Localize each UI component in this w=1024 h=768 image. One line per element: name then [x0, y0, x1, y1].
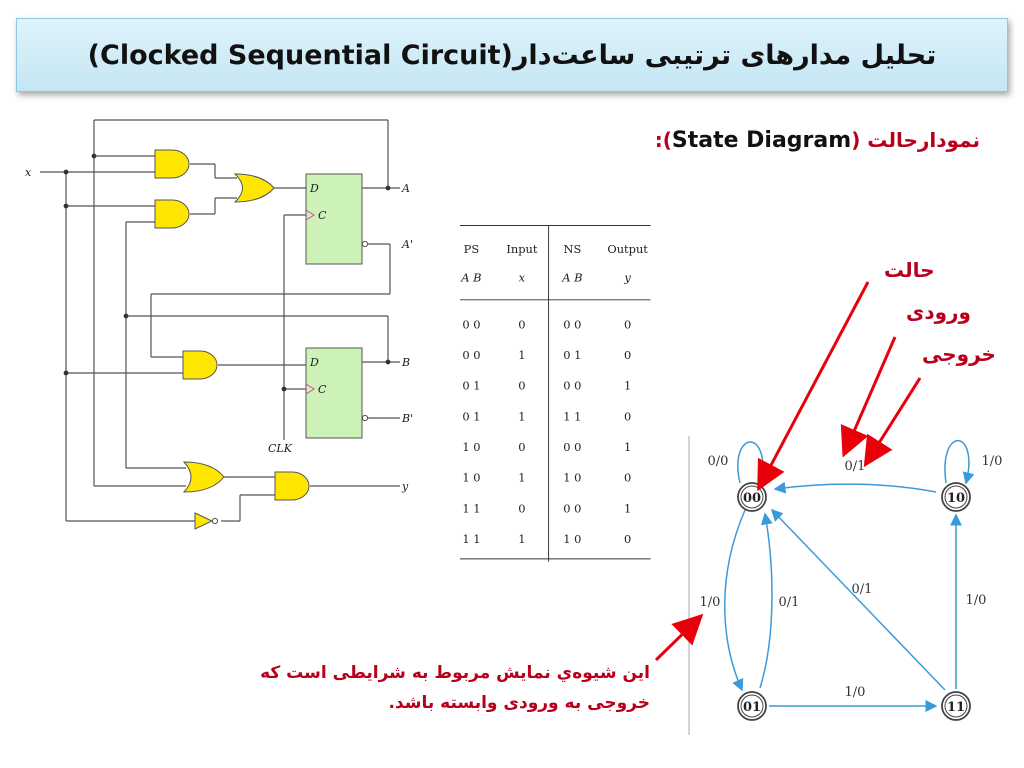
table-cell: 1 1	[462, 501, 480, 515]
table-cell: 0	[624, 348, 631, 362]
circuit-diagram: D C D C x A A' B B' y CLK	[25, 119, 413, 530]
table-cell: 1	[624, 379, 631, 393]
ffa-c-label: C	[318, 209, 327, 222]
edge-label-00-01: 1/0	[700, 595, 721, 610]
note-line-2: خروجی به ورودی وابسته باشد.	[388, 693, 650, 713]
x-label: x	[25, 166, 32, 179]
title-bar: تحلیل مدارهای ترتیبی ساعت‌دار(Clocked Se…	[16, 18, 1008, 92]
edge-00-01	[724, 509, 746, 692]
table-cell: 0 0	[563, 317, 581, 331]
table-subheader: x	[519, 271, 526, 285]
edge-label-11-10: 1/0	[966, 593, 987, 608]
table-cell: 1 0	[462, 471, 480, 485]
table-cell: 1	[624, 440, 631, 454]
label-output: خروجی	[922, 342, 996, 366]
edge-00-self	[737, 441, 770, 484]
page-title: تحلیل مدارهای ترتیبی ساعت‌دار(Clocked Se…	[87, 39, 937, 71]
table-cell: 0 0	[563, 440, 581, 454]
edge-label-00-self: 0/0	[708, 454, 729, 469]
table-cell: 1	[518, 532, 525, 546]
table-cell: 0	[624, 317, 631, 331]
table-cell: 1	[518, 471, 525, 485]
heading-tail: ):	[654, 128, 672, 152]
edge-label-01-11: 1/0	[845, 685, 866, 700]
table-cell: 0	[518, 440, 525, 454]
table-cell: 0 1	[462, 409, 480, 423]
state-diagram: 00 10 01 11 0/0 1/0 0/1 1/0 0/1 0/1 1/0 …	[688, 436, 1003, 735]
table-cell: 0	[624, 532, 631, 546]
not-gate	[194, 512, 214, 530]
edge-10-00	[773, 481, 937, 494]
state-10: 10	[947, 491, 965, 506]
table-cell: 0 0	[563, 379, 581, 393]
and-gate-2	[154, 199, 190, 229]
ffb-d-label: D	[309, 356, 319, 369]
table-cell: 0 0	[462, 348, 480, 362]
clk-label: CLK	[268, 442, 293, 455]
and-gate-4	[274, 471, 310, 501]
note-text: این شیوه‌ي نمایش مربوط به شرایطی است که …	[190, 658, 650, 718]
ffb-c-label: C	[318, 383, 327, 396]
flipflop-a	[305, 173, 363, 265]
b-label: B	[401, 356, 410, 369]
a-label: A	[401, 182, 410, 195]
or-gate-1	[233, 173, 275, 203]
table-cell: 1 0	[462, 440, 480, 454]
table-cell: 0 1	[563, 348, 581, 362]
note-line-1: این شیوه‌ي نمایش مربوط به شرایطی است که	[260, 663, 650, 683]
table-cell: 1 1	[462, 532, 480, 546]
edge-label-10-00: 0/1	[845, 459, 866, 474]
table-cell: 0 0	[563, 501, 581, 515]
edge-label-11-00: 0/1	[852, 582, 873, 597]
table-cell: 1	[518, 409, 525, 423]
table-cell: 1	[518, 348, 525, 362]
or-gate-2	[182, 461, 225, 493]
edge-label-10-self: 1/0	[982, 454, 1003, 469]
and-gate-1	[154, 149, 190, 179]
table-subheader: A B	[460, 271, 481, 285]
ffa-d-label: D	[309, 182, 319, 195]
edge-11-00	[770, 508, 946, 691]
table-cell: 0	[518, 317, 525, 331]
edge-01-00	[759, 512, 773, 689]
table-cell: 0	[518, 501, 525, 515]
a-bar-label: A'	[401, 238, 413, 251]
state-01: 01	[743, 700, 761, 715]
y-label: y	[401, 480, 409, 493]
edge-label-01-00: 0/1	[779, 595, 800, 610]
state-diagram-heading: نمودارحالت (State Diagram):	[600, 128, 980, 153]
table-subheader: A B	[561, 271, 582, 285]
table-cell: 0	[624, 471, 631, 485]
state-11: 11	[947, 700, 965, 715]
state-00: 00	[743, 491, 761, 506]
heading-fa: نمودارحالت (	[851, 128, 980, 152]
table-header: PS	[464, 242, 480, 256]
label-input: ورودی	[906, 300, 971, 324]
table-cell: 1 1	[563, 409, 581, 423]
b-bar-label: B'	[401, 412, 413, 425]
table-cell: 0 0	[462, 317, 480, 331]
table-cell: 0	[518, 379, 525, 393]
table-cell: 0	[624, 409, 631, 423]
table-header: Input	[506, 242, 537, 256]
table-cell: 1	[624, 501, 631, 515]
table-header: Output	[607, 242, 648, 256]
table-cell: 1 0	[563, 471, 581, 485]
and-gate-3	[182, 350, 218, 380]
edge-10-self	[944, 440, 975, 485]
table-cell: 1 0	[563, 532, 581, 546]
table-header: NS	[563, 242, 581, 256]
state-table: PS Input NS Output A B x A B y 0 0 0 0 0 0 0 0 1 0 1 0 0…	[460, 225, 651, 562]
label-state: حالت	[884, 258, 935, 282]
heading-en: State Diagram	[671, 128, 852, 153]
table-subheader: y	[623, 271, 631, 285]
table-cell: 0 1	[462, 379, 480, 393]
flipflop-b	[305, 347, 363, 439]
